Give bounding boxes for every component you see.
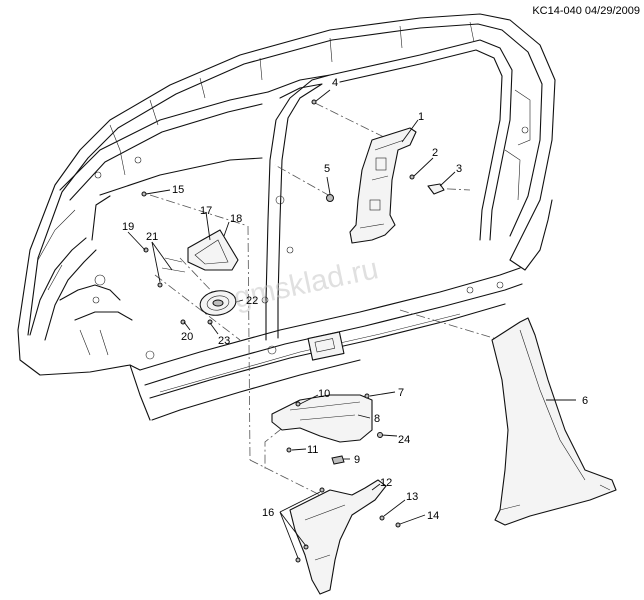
callout-24: 24 — [398, 434, 410, 446]
callout-12: 12 — [380, 477, 392, 489]
callout-5: 5 — [324, 163, 330, 175]
callout-13: 13 — [406, 491, 418, 503]
callout-4: 4 — [332, 77, 338, 89]
callout-15: 15 — [172, 184, 184, 196]
callout-10: 10 — [318, 388, 330, 400]
callout-18: 18 — [230, 213, 242, 225]
callout-labels: 1 2 3 4 5 6 7 8 9 10 11 12 13 14 15 16 1… — [122, 77, 588, 522]
part-fastener-3 — [427, 183, 445, 195]
part-speaker-housing — [161, 229, 239, 273]
body-side-frame — [17, 13, 556, 421]
callout-17: 17 — [200, 205, 212, 217]
callout-14: 14 — [427, 510, 439, 522]
leader-lines — [127, 89, 576, 559]
callout-22: 22 — [246, 295, 258, 307]
callout-2: 2 — [432, 147, 438, 159]
callout-23: 23 — [218, 335, 230, 347]
callout-9: 9 — [354, 454, 360, 466]
callout-11: 11 — [307, 444, 318, 456]
drawing-reference: KC14-040 04/29/2009 — [532, 5, 640, 17]
callout-19: 19 — [122, 221, 134, 233]
part-upper-b-pillar-trim — [349, 127, 417, 244]
callout-8: 8 — [374, 413, 380, 425]
part-lower-trim-panel — [289, 479, 387, 595]
part-clip-5 — [326, 194, 334, 202]
part-lower-b-pillar-trim — [491, 317, 617, 526]
callout-20: 20 — [181, 331, 193, 343]
callout-1: 1 — [418, 111, 424, 123]
callout-16: 16 — [262, 507, 274, 519]
fasteners — [141, 99, 415, 563]
callout-3: 3 — [456, 163, 462, 175]
callout-7: 7 — [398, 387, 404, 399]
part-speaker — [199, 290, 237, 316]
part-mid-trim-panel — [271, 394, 373, 443]
callout-6: 6 — [582, 395, 588, 407]
callout-21: 21 — [146, 231, 158, 243]
part-clip-9 — [331, 455, 345, 465]
